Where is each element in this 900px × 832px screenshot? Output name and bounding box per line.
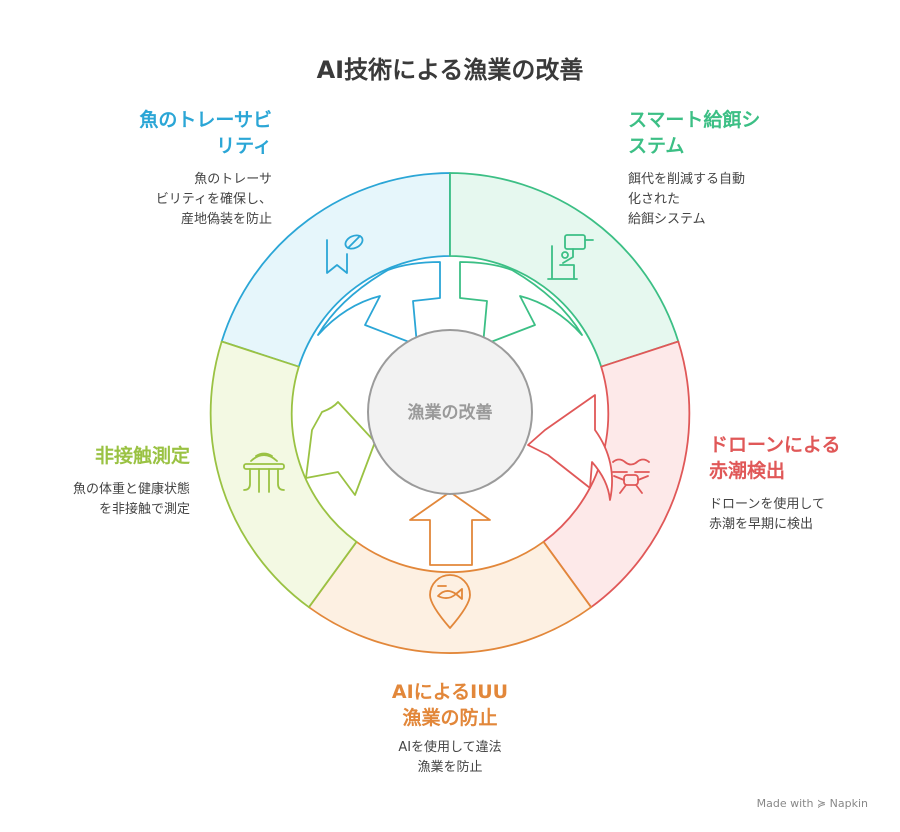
hub-label: 漁業の改善 xyxy=(407,403,493,423)
red-tide-desc: ドローンを使用して 赤潮を早期に検出 xyxy=(709,495,889,535)
arrow-smart-feeding xyxy=(459,261,583,346)
page-title: AI技術による漁業の改善 xyxy=(316,56,584,84)
smart-feeding-desc-line3: 給餌システム xyxy=(628,212,706,227)
arrow-noncontact xyxy=(305,401,376,496)
arrow-iuu xyxy=(409,491,491,566)
smart-feeding-desc: 餌代を削減する自動 化された 給餌システム xyxy=(628,170,828,230)
traceability-desc-line3: 産地偽装を防止 xyxy=(180,212,272,227)
iuu-desc-line1: AIを使用して違法 xyxy=(398,740,502,755)
traceability-title: 魚のトレーサビ リティ xyxy=(70,107,272,159)
iuu-title-line1: AIによるIUU xyxy=(391,681,509,703)
red-tide-desc-line2: 赤潮を早期に検出 xyxy=(709,517,814,532)
traceability-title-line2: リティ xyxy=(216,135,272,157)
drone-icon xyxy=(612,458,650,494)
iuu-title: AIによるIUU 漁業の防止 xyxy=(350,679,550,731)
smart-feeding-title-line2: ステム xyxy=(628,135,685,157)
traceability-desc-line2: ビリティを確保し、 xyxy=(155,192,272,207)
red-tide-title: ドローンによる 赤潮検出 xyxy=(709,432,889,484)
noncontact-desc-line2: を非接触で測定 xyxy=(98,502,190,517)
arrow-traceability xyxy=(317,261,441,346)
noncontact-title: 非接触測定 xyxy=(20,443,190,469)
traceability-desc: 魚のトレーサ ビリティを確保し、 産地偽装を防止 xyxy=(70,170,272,230)
smart-feeding-title-line1: スマート給餌シ xyxy=(628,109,761,131)
red-tide-desc-line1: ドローンを使用して xyxy=(709,497,825,512)
footer-credit: Made with ≽ Napkin xyxy=(756,797,868,810)
red-tide-title-line1: ドローンによる xyxy=(709,434,841,456)
smart-feeding-desc-line1: 餌代を削減する自動 xyxy=(628,172,746,187)
noncontact-desc-line1: 魚の体重と健康状態 xyxy=(72,482,190,497)
bookmark-pill-icon xyxy=(326,234,364,274)
noncontact-desc: 魚の体重と健康状態 を非接触で測定 xyxy=(20,480,190,520)
noncontact-title-line1: 非接触測定 xyxy=(94,445,190,467)
smart-feeding-desc-line2: 化された xyxy=(628,192,681,207)
iuu-desc: AIを使用して違法 漁業を防止 xyxy=(350,738,550,778)
iuu-title-line2: 漁業の防止 xyxy=(402,707,498,729)
jellyfish-sensor-icon xyxy=(243,452,285,493)
fish-location-icon xyxy=(429,574,471,629)
hub-circle xyxy=(367,329,533,495)
robot-feeder-icon xyxy=(547,234,594,280)
arrow-red-tide xyxy=(527,394,613,501)
red-tide-title-line2: 赤潮検出 xyxy=(709,460,786,482)
smart-feeding-title: スマート給餌シ ステム xyxy=(628,107,828,159)
traceability-title-line1: 魚のトレーサビ xyxy=(139,109,272,131)
segment-red-tide[interactable] xyxy=(542,340,691,609)
segment-noncontact[interactable] xyxy=(209,340,358,609)
iuu-desc-line2: 漁業を防止 xyxy=(417,760,483,775)
traceability-desc-line1: 魚のトレーサ xyxy=(194,172,272,187)
